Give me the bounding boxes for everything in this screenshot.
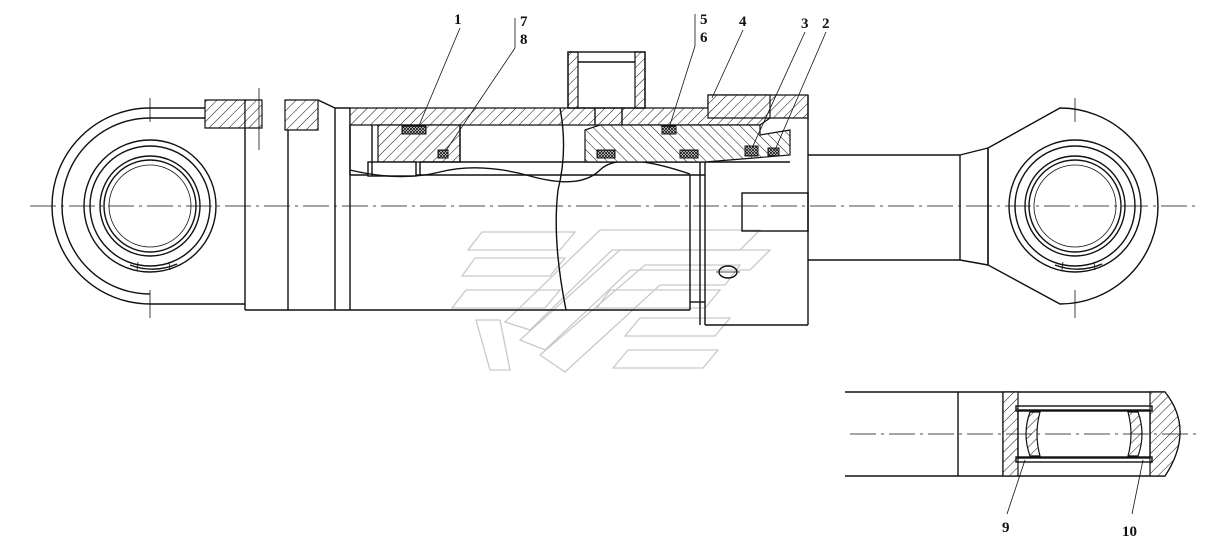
callout-7: 7: [520, 14, 528, 30]
cylinder-bottom: [204, 88, 351, 311]
watermark-logo: [450, 229, 772, 373]
gland-seal-inner-2: [679, 149, 699, 159]
callout-3: 3: [801, 16, 809, 32]
callout-4: 4: [739, 14, 747, 30]
gland-seal-outer: [661, 125, 677, 135]
left-eye-mount: [51, 98, 245, 318]
piston-seal: [401, 125, 427, 135]
detail-view: [845, 391, 1200, 477]
break-line: [555, 107, 567, 311]
gland-seal-inner-1: [596, 149, 616, 159]
wiper-seal: [744, 145, 759, 157]
callout-8: 8: [520, 32, 528, 48]
callout-1: 1: [454, 12, 462, 28]
leader-lines: [417, 14, 1144, 515]
right-eye-mount: [959, 98, 1159, 318]
piston-ring: [437, 149, 449, 159]
wiper-ring: [767, 147, 780, 157]
callout-2: 2: [822, 16, 830, 32]
callout-10: 10: [1122, 524, 1137, 540]
piston-rod: [349, 154, 960, 261]
callout-5: 5: [700, 12, 708, 28]
piston: [367, 124, 461, 177]
rod-gland: [584, 95, 809, 326]
callout-9: 9: [1002, 520, 1010, 536]
callout-6: 6: [700, 30, 708, 46]
oil-port: [567, 51, 646, 125]
